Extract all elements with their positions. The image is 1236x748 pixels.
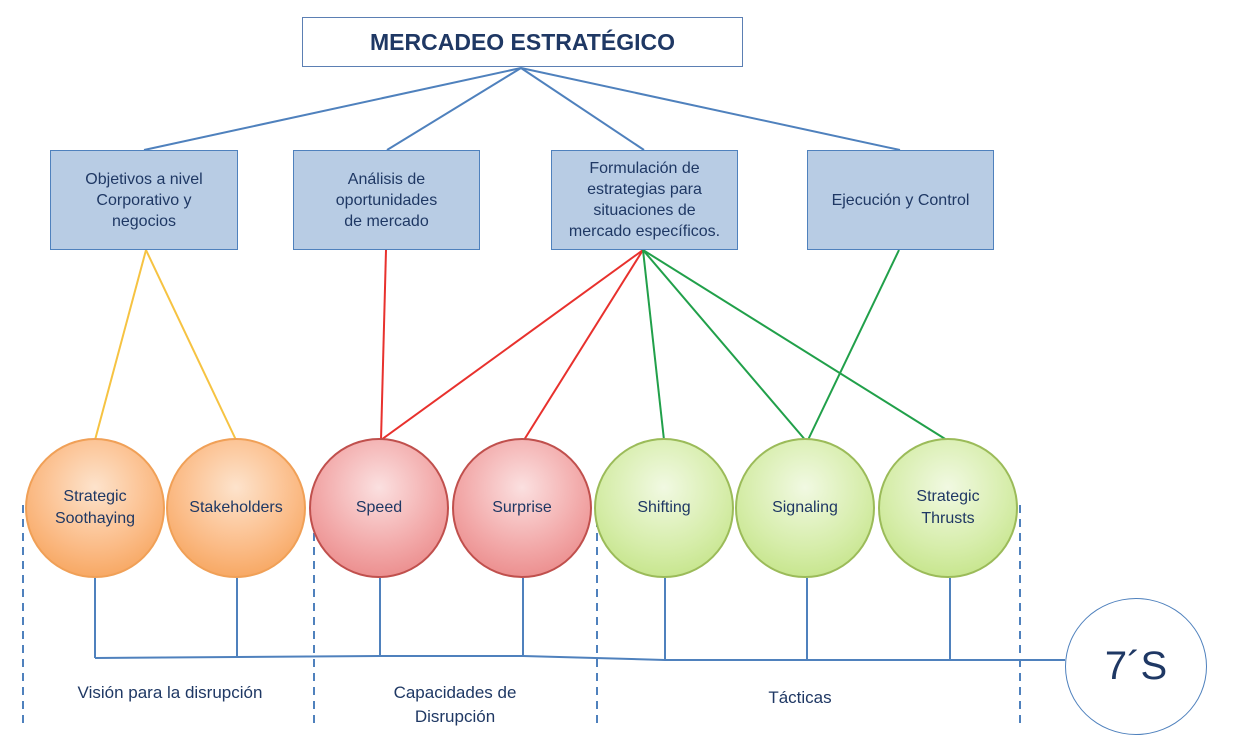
node-ejecucion-label: Ejecución y Control bbox=[831, 191, 970, 209]
circle-speed: Speed bbox=[309, 438, 449, 578]
circle-shifting: Shifting bbox=[594, 438, 734, 578]
link-ejecucion-signaling bbox=[806, 249, 900, 443]
link-root-ejecucion bbox=[520, 67, 901, 151]
link-root-analisis bbox=[386, 67, 522, 151]
circle-surprise: Surprise bbox=[452, 438, 592, 578]
link-formulacion-speed bbox=[380, 249, 644, 441]
link-formulacion-shifting bbox=[642, 249, 665, 441]
seven-s-label: 7´S bbox=[1104, 644, 1168, 688]
node-analisis: Análisis de oportunidades de mercado bbox=[293, 150, 480, 250]
link-objetivos-stakeholders bbox=[145, 249, 237, 441]
group-label-vision: Visión para la disrupción bbox=[77, 683, 263, 702]
link-objetivos-soothaying bbox=[94, 249, 147, 441]
node-analisis-label: Análisis de oportunidades de mercado bbox=[335, 170, 438, 230]
circle-thrusts-label: Strategic Thrusts bbox=[916, 488, 980, 527]
circle-shifting-label: Shifting bbox=[637, 499, 691, 516]
circle-strategic-soothaying: Strategic Soothaying bbox=[25, 438, 165, 578]
link-formulacion-surprise bbox=[523, 249, 644, 441]
node-formulacion-label: Formulación de estrategias para situacio… bbox=[568, 160, 721, 240]
circle-soothaying-label: Strategic Soothaying bbox=[54, 488, 136, 527]
seven-s-node: 7´S bbox=[1065, 598, 1207, 735]
link-analisis-speed bbox=[380, 249, 387, 441]
node-ejecucion: Ejecución y Control bbox=[807, 150, 994, 250]
group-label-capacidades: Capacidades de Disrupción bbox=[393, 683, 517, 726]
circle-signaling: Signaling bbox=[735, 438, 875, 578]
node-objetivos-label: Objetivos a nivel Corporativo y negocios bbox=[85, 170, 203, 230]
root-node-mercadeo: MERCADEO ESTRATÉGICO bbox=[302, 17, 743, 67]
circle-stakeholders: Stakeholders bbox=[166, 438, 306, 578]
circle-stakeholders-label: Stakeholders bbox=[189, 499, 283, 516]
link-formulacion-thrusts bbox=[642, 249, 951, 443]
link-root-objetivos bbox=[143, 67, 522, 151]
baseline bbox=[94, 655, 1065, 661]
link-formulacion-signaling bbox=[642, 249, 808, 443]
circle-surprise-label: Surprise bbox=[492, 499, 552, 516]
circle-strategic-thrusts: Strategic Thrusts bbox=[878, 438, 1018, 578]
group-label-tacticas: Tácticas bbox=[768, 688, 832, 707]
circle-signaling-label: Signaling bbox=[772, 499, 838, 516]
circle-speed-label: Speed bbox=[355, 499, 403, 516]
root-label: MERCADEO ESTRATÉGICO bbox=[370, 28, 675, 55]
node-objetivos: Objetivos a nivel Corporativo y negocios bbox=[50, 150, 238, 250]
node-formulacion: Formulación de estrategias para situacio… bbox=[551, 150, 738, 250]
link-root-formulacion bbox=[520, 67, 645, 151]
